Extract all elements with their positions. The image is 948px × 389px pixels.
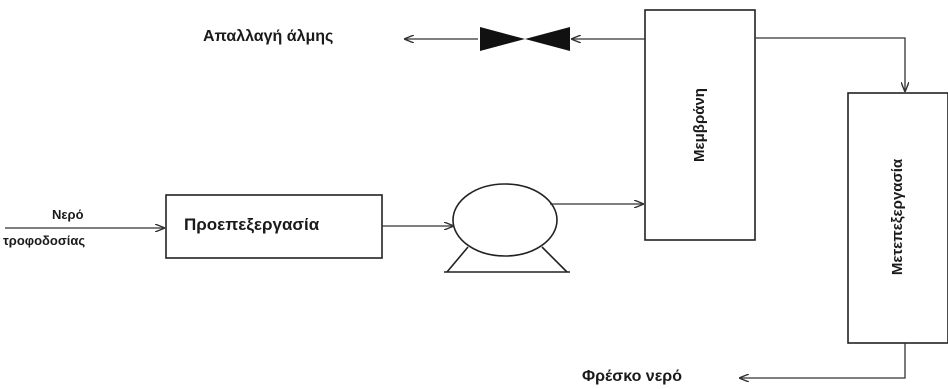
valve-icon	[480, 27, 570, 51]
fresh-water-label: Φρέσκο νερό	[582, 368, 682, 385]
membrane-label: Μεμβράνη	[691, 88, 708, 162]
feed-water-label-line1: Νερό	[52, 207, 84, 222]
posttreatment-label: Μετεπεξεργασία	[889, 158, 906, 276]
brine-discharge-label: Απαλλαγή άλμης	[203, 28, 334, 45]
posttreatment-to-fresh-water-line	[740, 343, 906, 378]
pump-icon	[444, 183, 570, 273]
membrane-box	[644, 9, 756, 241]
posttreatment-box	[847, 92, 948, 344]
feed-water-label-line2: τροφοδοσίας	[3, 233, 86, 248]
pretreatment-label: Προεπεξεργασία	[184, 215, 320, 234]
membrane-to-posttreatment-line	[755, 37, 905, 91]
